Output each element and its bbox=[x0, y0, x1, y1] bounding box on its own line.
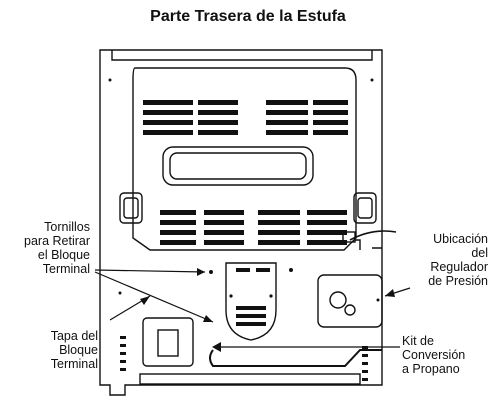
regulator-box bbox=[317, 274, 383, 328]
label-kit: Kit de Conversión a Propano bbox=[402, 334, 466, 376]
lower-vents bbox=[160, 210, 347, 245]
terminal-cover-box bbox=[142, 317, 194, 367]
label-screws: Tornillos para Retirar el Bloque Termina… bbox=[24, 220, 90, 276]
diagram-title: Parte Trasera de la Estufa bbox=[150, 8, 346, 25]
upper-right-vents bbox=[266, 100, 348, 135]
arrow-regulator bbox=[385, 289, 395, 297]
gas-pipe bbox=[209, 349, 382, 367]
back-panel bbox=[132, 67, 357, 251]
label-cover: Tapa del Bloque Terminal bbox=[50, 329, 98, 371]
screw-dot bbox=[289, 268, 293, 272]
right-handle bbox=[353, 192, 377, 224]
terminal-block-slots bbox=[236, 268, 270, 326]
stove-outline bbox=[99, 49, 383, 396]
arrow-screws bbox=[197, 268, 205, 276]
arrow-screws-2 bbox=[203, 315, 213, 322]
terminal-block bbox=[225, 262, 277, 341]
center-slot bbox=[162, 146, 314, 186]
leader-screws bbox=[94, 269, 206, 273]
screw-dot bbox=[209, 270, 213, 274]
arrow-kit bbox=[212, 342, 221, 352]
label-regulator: Ubicación del Regulador de Presión bbox=[428, 232, 488, 288]
arrow-cover bbox=[140, 296, 150, 305]
upper-left-vents bbox=[143, 100, 238, 135]
left-handle bbox=[119, 192, 143, 224]
leader-screws-2 bbox=[94, 271, 214, 323]
